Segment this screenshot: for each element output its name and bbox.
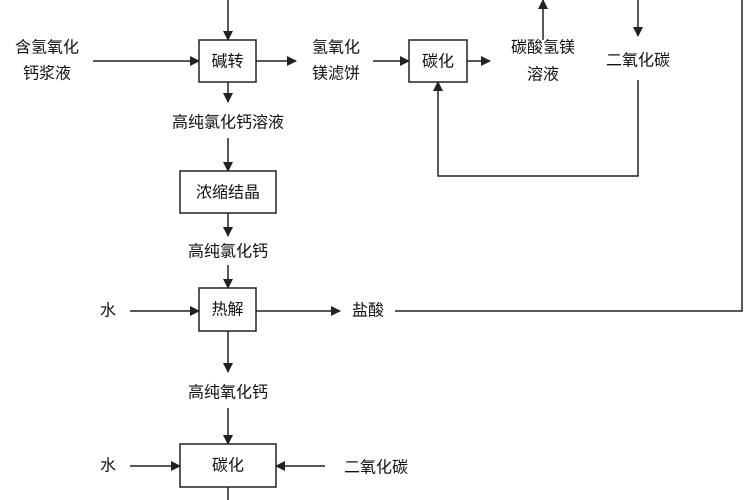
- process-carbonation-bottom: 碳化: [179, 443, 277, 488]
- label-cacl2: 高纯氯化钙: [188, 242, 268, 261]
- label-cacl2-solution: 高纯氯化钙溶液: [172, 113, 284, 132]
- label-mg-hydroxide-cake: 氢氧化: [312, 38, 360, 57]
- hcl-recycle-line: [395, 0, 743, 312]
- label-hydrochloric-acid: 盐酸: [352, 301, 384, 320]
- process-label: 热解: [211, 300, 243, 319]
- label-ca-hydroxide-slurry: 钙浆液: [23, 64, 71, 83]
- label-water: 水: [100, 301, 116, 320]
- label-cao: 高纯氧化钙: [188, 383, 268, 402]
- process-label: 碱转: [211, 52, 243, 71]
- process-concentrate-crystallize: 浓缩结晶: [179, 170, 277, 214]
- label-co2-top: 二氧化碳: [606, 51, 670, 70]
- process-alkali-conversion: 碱转: [198, 39, 257, 83]
- label-mg-bicarbonate: 溶液: [527, 65, 559, 84]
- label-ca-hydroxide-slurry: 含氢氧化: [15, 38, 79, 57]
- label-mg-bicarbonate: 碳酸氢镁: [511, 38, 575, 57]
- process-label: 碳化: [212, 456, 244, 475]
- label-co2-bottom: 二氧化碳: [344, 458, 408, 477]
- process-label: 浓缩结晶: [196, 183, 260, 202]
- label-mg-hydroxide-cake: 镁滤饼: [312, 64, 360, 83]
- connectors: [93, 0, 743, 500]
- process-carbonation-top: 碳化: [408, 39, 468, 83]
- process-label: 碳化: [422, 52, 454, 71]
- label-water: 水: [100, 456, 116, 475]
- co2-recycle-line: [433, 80, 639, 177]
- process-pyrolysis: 热解: [198, 287, 257, 332]
